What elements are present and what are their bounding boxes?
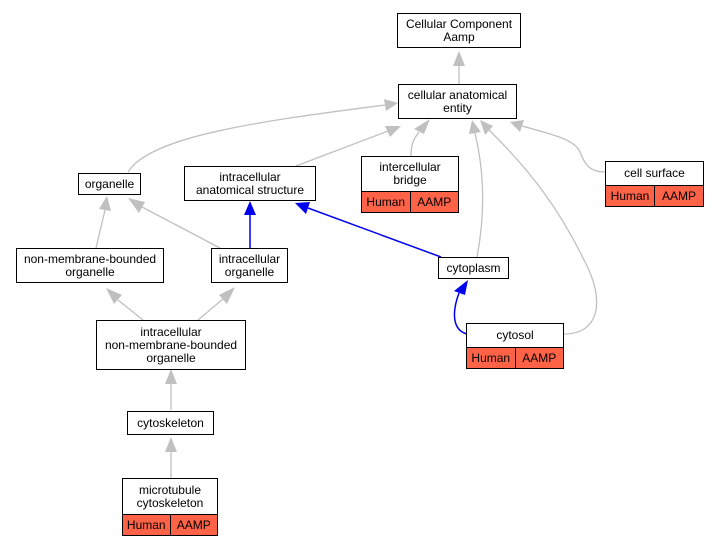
edge-arrowhead <box>99 196 111 211</box>
edge-surface-to-cae <box>521 125 606 173</box>
node-label: cytoskeleton <box>137 415 204 430</box>
edge-arrowhead <box>385 126 401 137</box>
edge-arrowhead <box>480 120 493 135</box>
annotation-species: Human <box>123 515 170 535</box>
node-label: intercellular bridge <box>379 160 441 187</box>
edge-inmbo-to-nmbo <box>117 299 144 321</box>
node-label: non-membrane-bounded organelle <box>23 251 157 279</box>
annotation-species: Human <box>606 186 654 206</box>
edge-arrowhead <box>453 51 465 66</box>
node-label: intracellular organelle <box>218 251 281 279</box>
edge-cytosol-part-of-cytoplasm <box>453 292 468 335</box>
node-label: cytoplasm <box>446 260 501 275</box>
edge-arrowhead <box>454 280 468 295</box>
edge-arrowhead <box>244 201 256 215</box>
annotation-row: Human AAMP <box>606 185 703 206</box>
annotation-gene: AAMP <box>654 186 703 206</box>
node-cytosol[interactable]: cytosol Human AAMP <box>466 323 564 369</box>
edge-ias-to-cae <box>295 130 389 167</box>
edge-arrowhead <box>106 288 122 304</box>
node-label: cytosol <box>496 328 534 342</box>
edge-arrowhead <box>165 437 177 452</box>
node-label: organelle <box>84 176 135 191</box>
edge-arrowhead <box>384 99 398 111</box>
node-label: intracellular non-membrane-bounded organ… <box>104 324 238 365</box>
edge-inmbo-to-io <box>197 298 224 321</box>
node-cell-surface[interactable]: cell surface Human AAMP <box>605 161 704 207</box>
annotation-gene: AAMP <box>169 515 217 535</box>
node-organelle[interactable]: organelle <box>78 173 141 195</box>
node-label: cell surface <box>624 166 685 180</box>
edge-arrowhead <box>469 120 481 134</box>
node-intracellular-organelle[interactable]: intracellular organelle <box>211 248 288 283</box>
node-intercellular-bridge[interactable]: intercellular bridge Human AAMP <box>361 156 459 213</box>
node-label: cellular anatomical entity <box>407 87 508 115</box>
node-label: intracellular anatomical structure <box>195 169 305 197</box>
edge-cytoplasm-to-cae <box>474 132 484 258</box>
node-label: Cellular Component Aamp <box>405 16 513 44</box>
node-cellular-anatomical-entity[interactable]: cellular anatomical entity <box>398 84 517 119</box>
annotation-gene: AAMP <box>409 192 458 212</box>
edge-arrowhead <box>128 198 145 213</box>
annotation-row: Human AAMP <box>467 347 563 368</box>
edge-cytoplasm-part-of-ias <box>307 207 442 258</box>
annotation-row: Human AAMP <box>362 191 458 212</box>
edge-arrowhead <box>219 287 235 304</box>
node-non-membrane-bounded-organelle[interactable]: non-membrane-bounded organelle <box>16 248 164 283</box>
edge-arrowhead <box>165 369 177 384</box>
node-microtubule-cytoskeleton[interactable]: microtubule cytoskeleton Human AAMP <box>122 478 218 536</box>
node-cytoskeleton[interactable]: cytoskeleton <box>127 411 214 435</box>
annotation-gene: AAMP <box>514 348 563 368</box>
edge-io-to-organelle <box>141 206 221 249</box>
edge-bridge-to-cae <box>410 131 420 157</box>
edge-arrowhead <box>510 120 524 132</box>
annotation-species: Human <box>467 348 515 368</box>
node-label: microtubule cytoskeleton <box>136 482 204 510</box>
node-intracellular-non-membrane-bounded-organelle[interactable]: intracellular non-membrane-bounded organ… <box>96 320 246 370</box>
node-root[interactable]: Cellular Component Aamp <box>397 13 521 48</box>
annotation-row: Human AAMP <box>123 514 217 535</box>
edge-arrowhead <box>414 119 430 134</box>
node-intracellular-anatomical-structure[interactable]: intracellular anatomical structure <box>184 166 316 201</box>
edge-nmbo-to-organelle <box>95 209 106 249</box>
edge-cytosol-to-cae <box>488 129 598 335</box>
edge-arrowhead <box>295 202 310 214</box>
annotation-species: Human <box>362 192 410 212</box>
node-cytoplasm[interactable]: cytoplasm <box>438 257 509 279</box>
edge-organelle-to-cae <box>127 104 386 173</box>
